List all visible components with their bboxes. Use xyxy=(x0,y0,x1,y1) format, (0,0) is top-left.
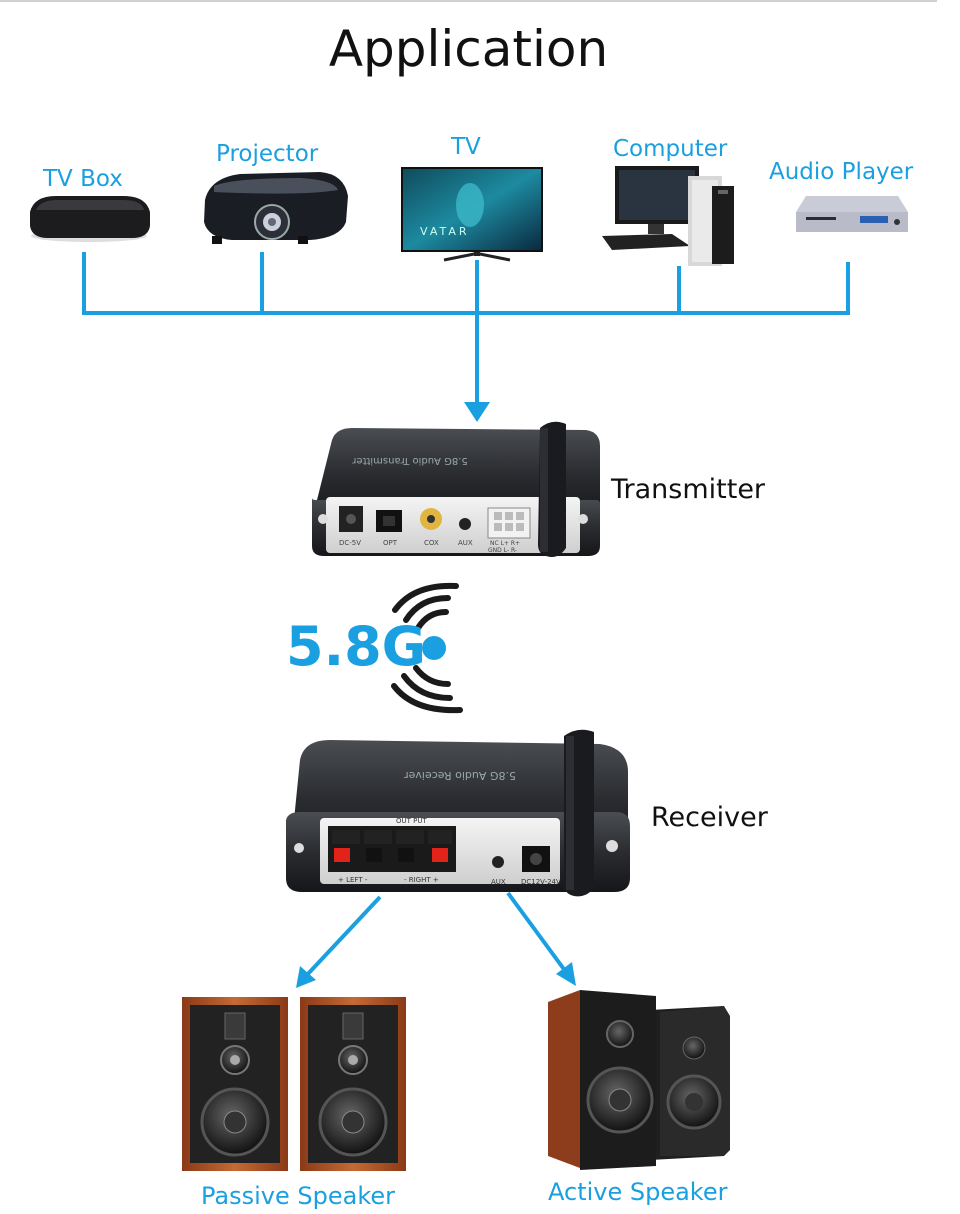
transmitter-port-cox: COX xyxy=(424,539,439,547)
output-label-active-speaker: Active Speaker xyxy=(548,1178,728,1206)
wireless-dot xyxy=(422,636,446,660)
arrow-head-active xyxy=(556,962,576,986)
arrow-head-passive xyxy=(296,966,316,988)
source-label-projector: Projector xyxy=(216,141,319,167)
transmitter-port-aux: AUX xyxy=(458,539,473,547)
top-divider xyxy=(0,0,937,2)
receiver-port-dc: DC12V-24V xyxy=(521,878,561,886)
source-label-tv: TV xyxy=(451,134,481,160)
arrow-line-active xyxy=(506,891,568,974)
transmitter-port-opt: OPT xyxy=(383,539,398,547)
transmitter-label: Transmitter xyxy=(611,474,766,505)
receiver-left-label: + LEFT - xyxy=(338,876,368,884)
active-speaker-icon xyxy=(548,990,730,1170)
arrow-to-transmitter xyxy=(464,402,490,422)
receiver-output-label: OUT PUT xyxy=(396,817,427,825)
source-label-computer: Computer xyxy=(613,136,728,162)
transmitter-port-dc: DC-5V xyxy=(339,539,361,547)
receiver-label: Receiver xyxy=(651,802,768,833)
output-label-passive-speaker: Passive Speaker xyxy=(201,1182,395,1210)
receiver-right-label: - RIGHT + xyxy=(404,876,439,884)
transmitter-terminal-bottom: GND L- R- xyxy=(488,547,517,554)
transmitter-terminal-top: NC L+ R+ xyxy=(490,540,520,547)
transmitter-top-text: 5.8G Audio Transmitter xyxy=(351,455,467,466)
source-label-audio-player: Audio Player xyxy=(769,159,914,185)
tv-screen-text: VATAR xyxy=(420,225,470,238)
receiver-port-aux: AUX xyxy=(491,878,506,886)
arrow-line-passive xyxy=(304,895,382,978)
passive-speaker-icon xyxy=(182,997,406,1171)
receiver-top-text: 5.8G Audio Receiver xyxy=(404,769,516,782)
source-bus-lines xyxy=(82,252,850,404)
transmitter-device: 5.8G Audio Transmitter DC-5V OPT COX AUX… xyxy=(312,421,600,557)
projector-icon xyxy=(204,172,348,244)
tv-box-icon xyxy=(30,196,150,242)
page-title: Application xyxy=(328,20,609,78)
wireless-label: 5.8G xyxy=(286,615,426,678)
computer-icon xyxy=(602,166,734,266)
source-label-tv-box: TV Box xyxy=(43,166,123,192)
wireless-signal-icon xyxy=(391,582,463,714)
tv-icon: VATAR xyxy=(401,167,543,262)
audio-player-icon xyxy=(796,196,908,232)
receiver-device: 5.8G Audio Receiver OUT PUT + LEFT - - R… xyxy=(286,729,630,897)
application-diagram: VATAR 5.8G Audio Transmitter xyxy=(30,166,908,1171)
